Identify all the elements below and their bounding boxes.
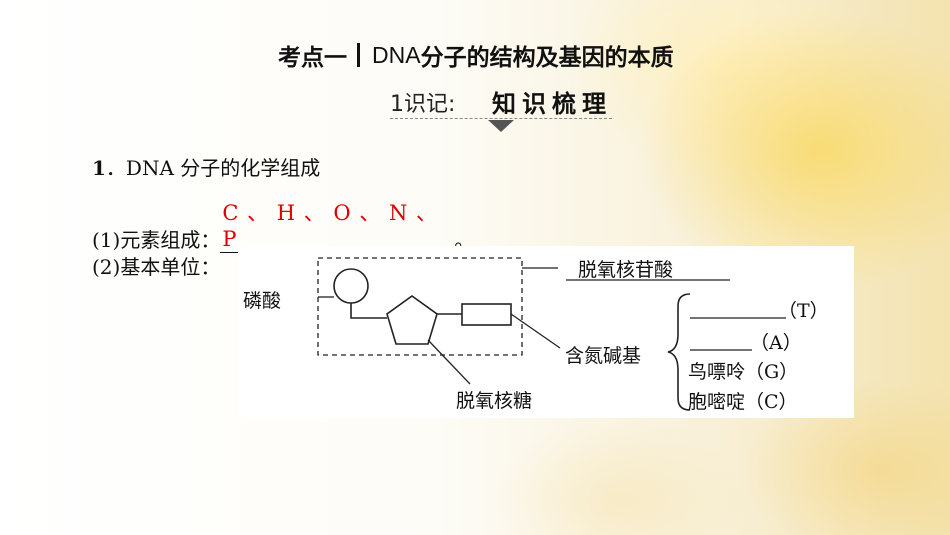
item-1-number: 1 bbox=[92, 156, 106, 180]
item-elements: (1)元素组成： C 、 H 、 O 、 N 、 P 。 bbox=[92, 200, 474, 253]
section-banner: 1识记: 知识梳理 bbox=[390, 85, 612, 119]
base-types-brace bbox=[667, 293, 691, 411]
banner-main: 知识梳理 bbox=[492, 90, 612, 118]
nucleotide-structure-svg bbox=[317, 257, 786, 411]
base-pointer-line bbox=[510, 313, 561, 349]
item-1-text: ．DNA 分子的化学组成 bbox=[105, 156, 321, 180]
label-base-G: 鸟嘌呤（G） bbox=[688, 361, 799, 383]
phosphate-circle bbox=[333, 268, 369, 304]
item-1: 1．DNA 分子的化学组成 bbox=[92, 152, 320, 181]
title-dna: DNA bbox=[372, 41, 421, 68]
nucleotide-dashed-box bbox=[317, 257, 523, 356]
sugar-pointer-line bbox=[427, 339, 471, 385]
triangle-down-icon bbox=[488, 120, 514, 132]
phosphate-sugar-bond bbox=[350, 303, 387, 319]
label-nitrogenous-base: 含氮碱基 bbox=[565, 345, 642, 367]
label-base-C: 胞嘧啶（C） bbox=[688, 391, 798, 413]
title-prefix: 考点一 bbox=[278, 45, 347, 71]
label-base-A: （A） bbox=[750, 332, 802, 354]
title-rest: 分子的结构及基因的本质 bbox=[420, 45, 674, 71]
label-deoxynucleotide: 脱氧核苷酸 bbox=[578, 259, 674, 281]
deoxyribose-pentagon bbox=[386, 295, 438, 345]
label-deoxyribose: 脱氧核糖 bbox=[456, 390, 533, 412]
label-base-T: （T） bbox=[778, 300, 829, 322]
elements-label: (1)元素组成： bbox=[92, 228, 221, 252]
nucleotide-diagram: 磷酸 脱氧核苷酸 含氮碱基 脱氧核糖 （T） （A） 鸟嘌呤（G） 胞嘧啶（C） bbox=[238, 246, 854, 418]
section-title: 考点一 DNA 分子的结构及基因的本质 bbox=[278, 38, 674, 72]
title-divider bbox=[357, 43, 360, 67]
label-phosphate: 磷酸 bbox=[243, 290, 282, 312]
banner-prefix: 1识记: bbox=[390, 91, 456, 117]
base-rectangle bbox=[461, 303, 512, 326]
basic-unit-label: (2)基本单位： bbox=[92, 255, 221, 279]
